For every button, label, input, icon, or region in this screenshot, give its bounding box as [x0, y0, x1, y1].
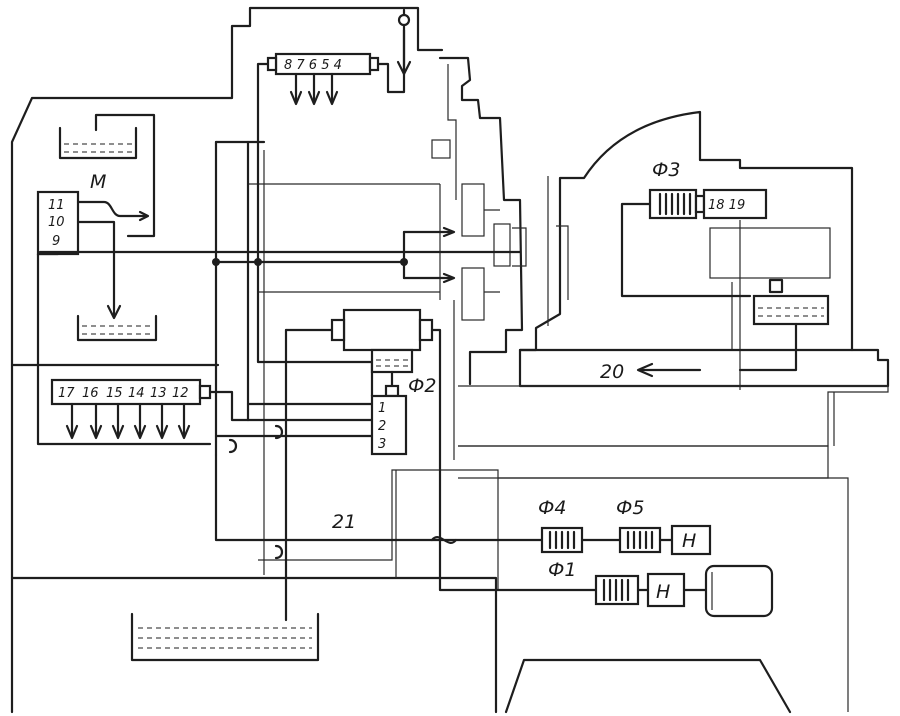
- main-reservoir: [130, 612, 320, 662]
- f2-label: Ф2: [408, 375, 436, 397]
- f2-port-2: 2: [378, 419, 386, 434]
- label-20: 20: [600, 361, 624, 383]
- pump-upper-label: Н: [682, 530, 696, 552]
- machine-outline: [10, 6, 890, 714]
- pump-group-lower: Ф1 Н: [548, 559, 774, 618]
- left-manifold-port-13: 13: [150, 386, 167, 401]
- upper-tank: [58, 126, 138, 160]
- block-m-label: М: [90, 171, 106, 193]
- left-manifold-port-15: 15: [106, 386, 123, 401]
- left-manifold-port-16: 16: [82, 386, 99, 401]
- m-valve-block: [36, 190, 80, 256]
- block-m: 11 10 9 М: [36, 113, 212, 446]
- filter-f3: 18 19 Ф3: [620, 159, 830, 372]
- main-piping: [38, 140, 522, 622]
- left-manifold-port-17: 17: [58, 386, 75, 401]
- f5-label: Ф5: [616, 497, 644, 519]
- f3-label: Ф3: [652, 159, 680, 181]
- m-port-10: 10: [48, 215, 65, 230]
- pump-group-upper: Ф4 Ф5 Н: [430, 497, 712, 556]
- pump-lower-label: Н: [656, 581, 670, 603]
- pump-upper: [670, 524, 712, 556]
- m-port-9: 9: [52, 234, 60, 249]
- f3-outlet-label: 18 19: [708, 198, 745, 213]
- electric-motor: [704, 564, 774, 618]
- m-port-11: 11: [48, 198, 65, 213]
- gear-stack: [431, 56, 527, 460]
- f2-port-3: 3: [378, 437, 386, 452]
- top-manifold-ports: 8 7 6 5 4: [284, 58, 342, 73]
- f1-label: Ф1: [548, 559, 576, 581]
- label-21: 21: [332, 511, 356, 533]
- m-drain-tank: [76, 314, 158, 342]
- left-manifold-port-12: 12: [172, 386, 189, 401]
- return-line-20: 20: [600, 361, 702, 383]
- left-manifold: 17 16 15 14 13 12: [50, 378, 250, 440]
- f4-label: Ф4: [538, 497, 566, 519]
- f2-port-1: 1: [378, 401, 386, 416]
- left-manifold-port-14: 14: [128, 386, 145, 401]
- filter-f2: 1 2 3 Ф2: [214, 308, 600, 592]
- top-manifold: 8 7 6 5 4: [256, 8, 412, 144]
